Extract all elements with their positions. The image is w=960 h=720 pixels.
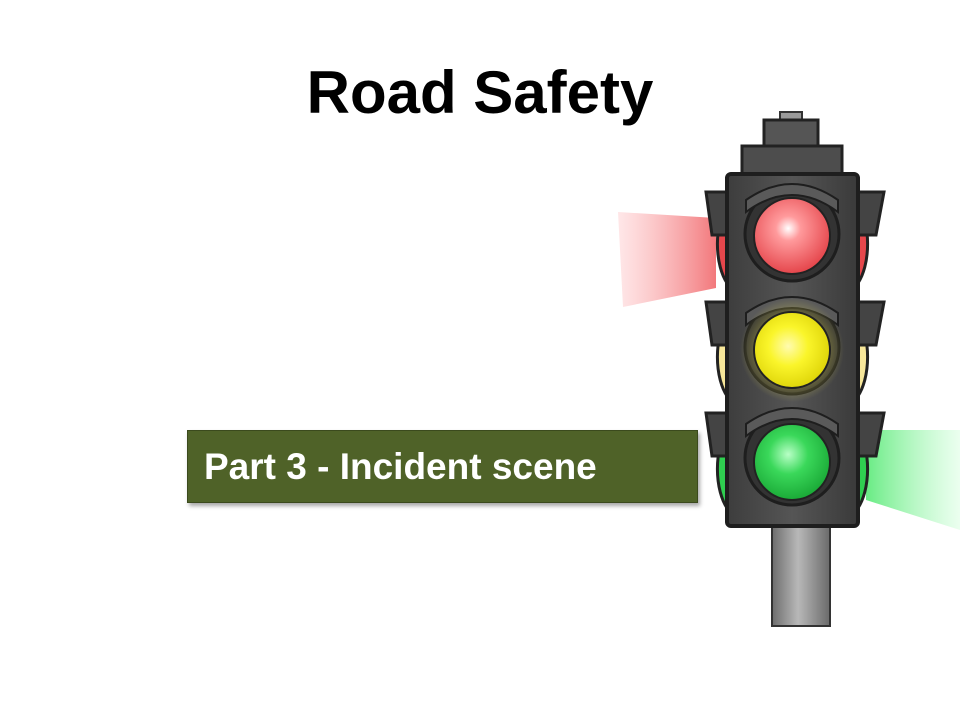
traffic-light-pole <box>771 519 831 627</box>
page-title: Road Safety <box>306 59 654 126</box>
amber-lamp <box>753 311 831 389</box>
red-light-beam <box>618 212 716 307</box>
green-light-beam <box>866 430 960 530</box>
subtitle-banner: Part 3 - Incident scene <box>187 430 698 503</box>
red-lamp <box>753 197 831 275</box>
subtitle-text: Part 3 - Incident scene <box>204 445 597 487</box>
green-lamp <box>753 423 831 501</box>
